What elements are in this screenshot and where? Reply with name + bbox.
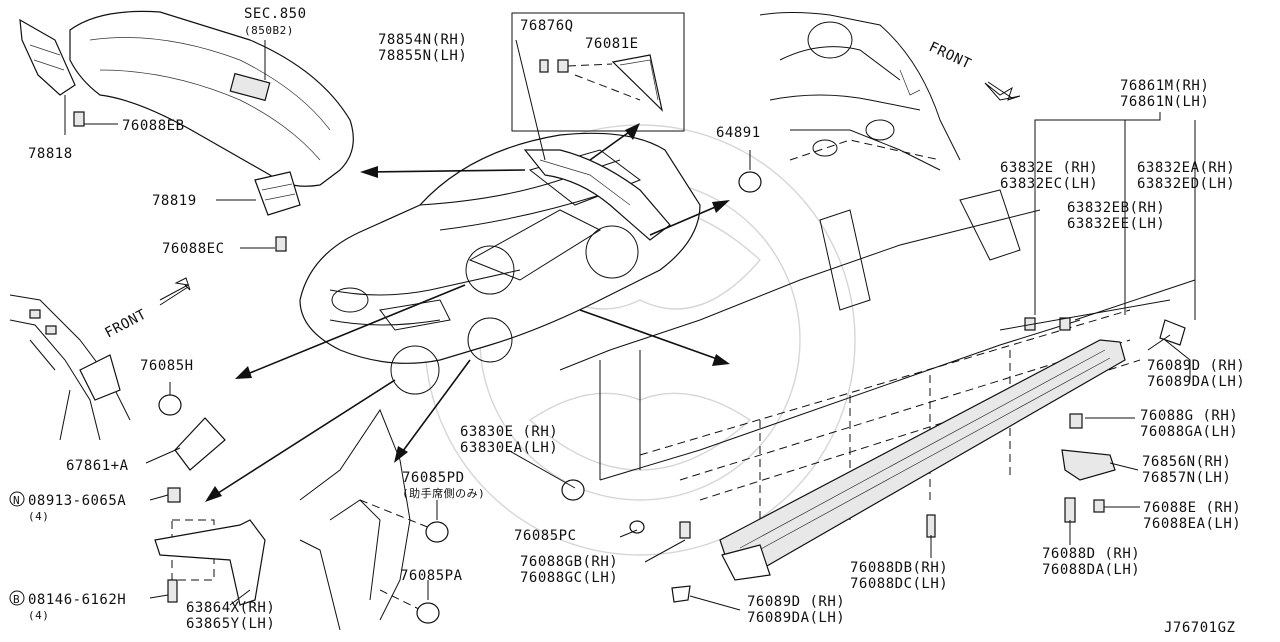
mud-guard-bracket <box>154 487 266 606</box>
callout-line: 76089DA(LH) <box>1147 374 1245 390</box>
callout-line: 08913-6065A <box>28 493 126 509</box>
front-pillar-view <box>9 294 226 471</box>
callout-p76088GB: 76088GB(RH)76088GC(LH) <box>520 554 618 586</box>
callout-p63832E: 63832E (RH)63832EC(LH) <box>1000 160 1098 192</box>
callout-p08146: 08146-6162H(4) <box>28 592 126 622</box>
callout-p76085PD: 76085PD(助手席側のみ) <box>402 470 485 500</box>
callout-line: 76876Q <box>520 18 574 34</box>
part-callouts: SEC.850 (850B2) 78854N(RH)78855N(LH) 76876Q… <box>28 6 1245 632</box>
callout-line: 76088D (RH) <box>1042 546 1140 562</box>
callout-line: 78855N(LH) <box>378 48 467 64</box>
callout-line: 63832E (RH) <box>1000 160 1098 176</box>
callout-p63864X: 63864X(RH)63865Y(LH) <box>186 600 275 632</box>
circle-markers: N B <box>9 491 25 606</box>
callout-line: 76088EA(LH) <box>1143 516 1241 532</box>
callout-line: 76088GA(LH) <box>1140 424 1238 440</box>
callout-p63830E: 63830E (RH)63830EA(LH) <box>460 424 558 456</box>
callout-line: 76088DA(LH) <box>1042 562 1140 578</box>
callout-p76081E: 76081E <box>585 36 639 52</box>
leader-lines <box>64 39 1196 611</box>
callout-line: 76088E (RH) <box>1143 500 1241 516</box>
callout-line: 76861N(LH) <box>1120 94 1209 110</box>
callout-line: 63865Y(LH) <box>186 616 275 632</box>
callout-line: 63832ED(LH) <box>1137 176 1235 192</box>
callout-line: 64891 <box>716 125 761 141</box>
callout-line: 76088DB(RH) <box>850 560 948 576</box>
callout-p76085PC: 76085PC <box>514 528 577 544</box>
front-direction-arrows <box>159 81 1021 306</box>
callout-p67861: 67861+A <box>66 458 129 474</box>
callout-line: 63830EA(LH) <box>460 440 558 456</box>
callout-p76088G: 76088G (RH)76088GA(LH) <box>1140 408 1238 440</box>
callout-line: 76088GC(LH) <box>520 570 618 586</box>
callout-p78819: 78819 <box>152 193 197 209</box>
callout-line: 76089D (RH) <box>1147 358 1245 374</box>
callout-line: 63832EA(RH) <box>1137 160 1235 176</box>
interior-floor-view <box>759 12 961 171</box>
callout-p76088E: 76088E (RH)76088EA(LH) <box>1143 500 1241 532</box>
callout-sec850: SEC.850 (850B2) <box>244 6 307 37</box>
callout-p76876Q: 76876Q <box>520 18 574 34</box>
callout-line: 76085PD <box>402 470 465 486</box>
callout-line: (4) <box>28 510 49 523</box>
callout-line: 76085PC <box>514 528 577 544</box>
callout-line: 63832EC(LH) <box>1000 176 1098 192</box>
callout-line: 76088EC <box>162 241 225 257</box>
callout-line: 78818 <box>28 146 73 162</box>
callout-line: 76857N(LH) <box>1142 470 1231 486</box>
callout-p76088D: 76088D (RH)76088DA(LH) <box>1042 546 1140 578</box>
callout-p76089D_bot: 76089D (RH)76089DA(LH) <box>747 594 845 626</box>
body-side-sill <box>559 189 1186 603</box>
callout-line: 63832EB(RH) <box>1067 200 1165 216</box>
callout-p76088DB: 76088DB(RH)76088DC(LH) <box>850 560 948 592</box>
front-label-top: FRONT <box>926 39 973 72</box>
callout-p76085PA: 76085PA <box>400 568 463 584</box>
callout-line: 76088G (RH) <box>1140 408 1238 424</box>
callout-line: 67861+A <box>66 458 129 474</box>
rear-wheel-arch-view <box>299 408 449 631</box>
callout-p08913: 08913-6065A(4) <box>28 493 126 523</box>
callout-line: 76861M(RH) <box>1120 78 1209 94</box>
rear-bumper-assembly <box>19 10 354 252</box>
callout-line: 63832EE(LH) <box>1067 216 1165 232</box>
callout-line: (助手席側のみ) <box>402 486 485 500</box>
callout-p76088EC: 76088EC <box>162 241 225 257</box>
callout-line: 76085PA <box>400 568 463 584</box>
front-label-left: FRONT <box>102 306 149 341</box>
callout-line: 76089D (RH) <box>747 594 845 610</box>
callout-line: (4) <box>28 609 49 622</box>
document-number: J76701GZ <box>1164 620 1235 636</box>
callout-line: 08146-6162H <box>28 592 126 608</box>
marker-b: B <box>13 593 20 606</box>
callout-line: 78819 <box>152 193 197 209</box>
callout-line: 76089DA(LH) <box>747 610 845 626</box>
locator-arrows <box>205 123 730 502</box>
callout-line: 76085H <box>140 358 194 374</box>
callout-line: 63830E (RH) <box>460 424 558 440</box>
callout-p63832EA: 63832EA(RH)63832ED(LH) <box>1137 160 1235 192</box>
callout-p78854: 78854N(RH)78855N(LH) <box>378 32 467 64</box>
callout-p78818: 78818 <box>28 146 73 162</box>
marker-n: N <box>13 494 20 507</box>
callout-line: 76081E <box>585 36 639 52</box>
callout-line: 76088DC(LH) <box>850 576 948 592</box>
roof-garnish-assembly <box>511 12 762 241</box>
callout-line: 76088EB <box>122 118 185 134</box>
callout-p63832EB: 63832EB(RH)63832EE(LH) <box>1067 200 1165 232</box>
callout-line: (850B2) <box>244 24 294 37</box>
callout-p76085H: 76085H <box>140 358 194 374</box>
callout-line: 78854N(RH) <box>378 32 467 48</box>
callout-p64891: 64891 <box>716 125 761 141</box>
callout-line: 76088GB(RH) <box>520 554 618 570</box>
callout-line: 63864X(RH) <box>186 600 275 616</box>
callout-p76861M: 76861M(RH)76861N(LH) <box>1120 78 1209 110</box>
callout-p76089D_top: 76089D (RH)76089DA(LH) <box>1147 358 1245 390</box>
callout-line: SEC.850 <box>244 6 307 22</box>
callout-p76088EB: 76088EB <box>122 118 185 134</box>
callout-p76856N: 76856N(RH)76857N(LH) <box>1142 454 1231 486</box>
callout-line: 76856N(RH) <box>1142 454 1231 470</box>
